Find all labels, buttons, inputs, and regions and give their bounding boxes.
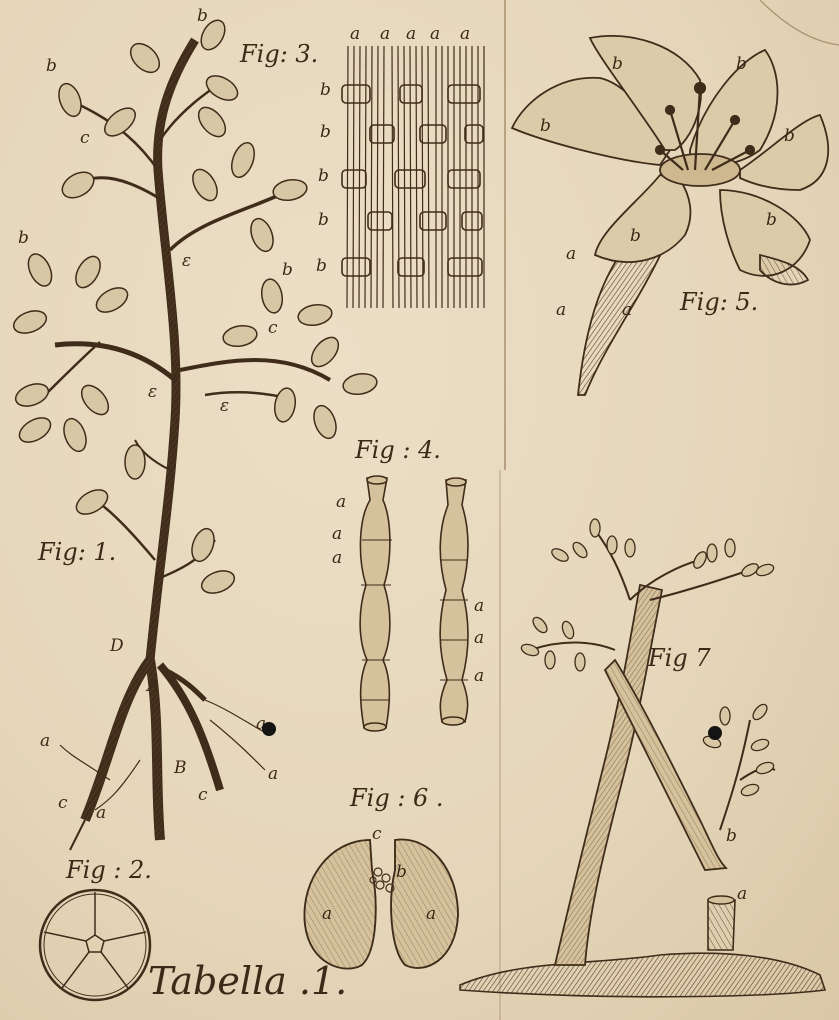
fig4-vessels — [360, 476, 468, 731]
fig4-letter-a: a — [332, 550, 342, 567]
fig5-letter-b: b — [766, 212, 777, 229]
fig3-letter-a: a — [460, 26, 470, 43]
fig6-letter-a: a — [426, 906, 436, 923]
plate-corner-mark — [760, 0, 839, 45]
fig5-letter-b: b — [630, 228, 641, 245]
fibre-line — [392, 46, 393, 308]
fig1-letter-D: D — [110, 638, 124, 655]
fig6-letter-c: c — [372, 826, 382, 843]
fig5-letter-b: b — [612, 56, 623, 73]
fig3-letter-b: b — [318, 168, 329, 185]
fig1-letter-a: a — [96, 805, 106, 822]
fig4-letter-a: a — [332, 526, 342, 543]
fig3-letter-b: b — [320, 82, 331, 99]
fig3-letter-b: b — [318, 212, 329, 229]
fig6-letter-b: b — [396, 864, 407, 881]
fig1-letter-b: b — [282, 262, 293, 279]
fig1-letter-c: c — [268, 320, 278, 337]
fig4-letter-a: a — [474, 668, 484, 685]
fig7-letter-b: b — [726, 828, 737, 845]
fig1-letter-B: B — [174, 760, 187, 777]
fig5-letter-a: a — [622, 302, 632, 319]
fig2-caption: Fig : 2. — [66, 858, 152, 882]
fig4-letter-a: a — [336, 494, 346, 511]
fibre-line — [422, 46, 423, 308]
plate-title: Tabella .1. — [148, 962, 347, 1000]
fig4-letter-a: a — [474, 630, 484, 647]
fibre-line — [377, 46, 378, 308]
fig1-letter-c: c — [80, 130, 90, 147]
fig5-flower — [512, 36, 828, 395]
fig6-caption: Fig : 6 . — [350, 786, 444, 810]
fig3-letter-a: a — [350, 26, 360, 43]
ink-spot — [708, 726, 722, 740]
fig1-letter-A: A — [147, 678, 159, 695]
fig5-letter-b: b — [784, 128, 795, 145]
fig7-cuttings — [460, 519, 825, 997]
fig1-letter-b: b — [18, 230, 29, 247]
fig3-letter-b: b — [316, 258, 327, 275]
fig1-caption: Fig: 1. — [38, 540, 116, 564]
fig1-letter-epsilon: ε — [182, 253, 191, 270]
fig7-letter-a: a — [737, 886, 747, 903]
fibre-line — [371, 46, 372, 308]
fig3-caption: Fig: 3. — [240, 42, 318, 66]
fig5-letter-b: b — [736, 56, 747, 73]
fig1-letter-b: b — [46, 58, 57, 75]
fig3-letter-a: a — [430, 26, 440, 43]
fig1-letter-a: a — [40, 733, 50, 750]
fig5-letter-b: b — [540, 118, 551, 135]
fig1-letter-a: a — [268, 766, 278, 783]
fig4-caption: Fig : 4. — [355, 438, 441, 462]
branch — [180, 360, 330, 380]
fig1-letter-epsilon: ε — [220, 398, 229, 415]
ink-spot — [262, 722, 276, 736]
fig5-letter-a: a — [566, 246, 576, 263]
fig1-letter-c: c — [198, 787, 208, 804]
fibre-line — [383, 46, 384, 308]
fibre-line — [428, 46, 429, 308]
fig3-letter-a: a — [380, 26, 390, 43]
fig5-letter-a: a — [556, 302, 566, 319]
fig3-letter-b: b — [320, 124, 331, 141]
fig3-vessel-grid — [342, 46, 484, 308]
fig1-letter-epsilon: ε — [148, 384, 157, 401]
branch — [55, 344, 175, 380]
fig2-cross-section — [40, 890, 150, 1000]
fig5-caption: Fig: 5. — [680, 290, 758, 314]
fig6-letter-a: a — [322, 906, 332, 923]
fig4-letter-a: a — [474, 598, 484, 615]
fig1-letter-b: b — [197, 8, 208, 25]
fig7-caption: Fig 7 — [648, 646, 711, 670]
fig3-letter-a: a — [406, 26, 416, 43]
fig1-letter-c: c — [58, 795, 68, 812]
